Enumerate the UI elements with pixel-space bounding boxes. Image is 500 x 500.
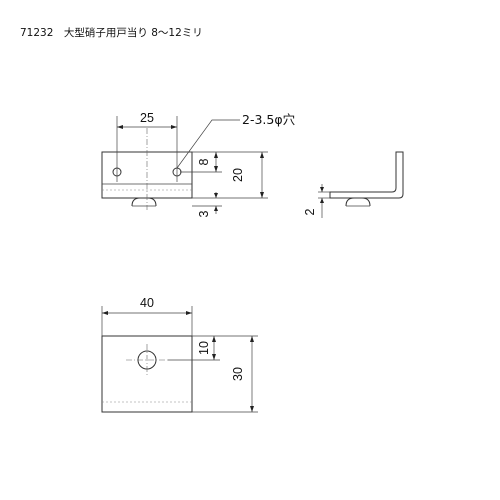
top-view: 25 2-3.5φ穴 8 20 3 [101, 111, 296, 217]
side-view-profile [329, 151, 404, 199]
dim-arrow [171, 125, 177, 129]
dim-arrow [117, 125, 123, 129]
dim-arrow [250, 406, 254, 412]
drawing-title: 71232 大型硝子用戸当り 8〜12ミリ [20, 26, 203, 39]
dim-arrow [250, 336, 254, 342]
dim-label-height: 30 [231, 367, 245, 381]
dim-arrow [212, 354, 216, 360]
dim-label-lower: 3 [197, 210, 211, 217]
side-view: 2 [303, 151, 404, 218]
dim-arrow [214, 206, 218, 211]
dim-label-hole-height: 10 [197, 341, 211, 355]
dim-arrow [320, 198, 324, 203]
dim-arrow [260, 192, 264, 198]
dim-arrow [214, 152, 218, 158]
dim-label-height: 20 [231, 168, 245, 182]
dim-arrow [212, 336, 216, 342]
top-view-bumper [131, 197, 157, 207]
front-view-plate [101, 335, 193, 413]
dim-label-width: 40 [140, 296, 154, 310]
callout-hole-spec: 2-3.5φ穴 [242, 112, 296, 127]
dim-label-thickness: 2 [303, 208, 317, 215]
dim-arrow [102, 311, 108, 315]
front-view: 40 10 30 [101, 296, 258, 413]
side-view-bumper [345, 197, 371, 207]
dim-label-hole-offset: 8 [197, 158, 211, 165]
dim-arrow [214, 193, 218, 198]
dim-arrow [260, 152, 264, 158]
dim-arrow [320, 187, 324, 192]
dim-arrow [186, 311, 192, 315]
dim-arrow [214, 166, 218, 172]
dim-label-hole-spacing: 25 [140, 111, 154, 125]
